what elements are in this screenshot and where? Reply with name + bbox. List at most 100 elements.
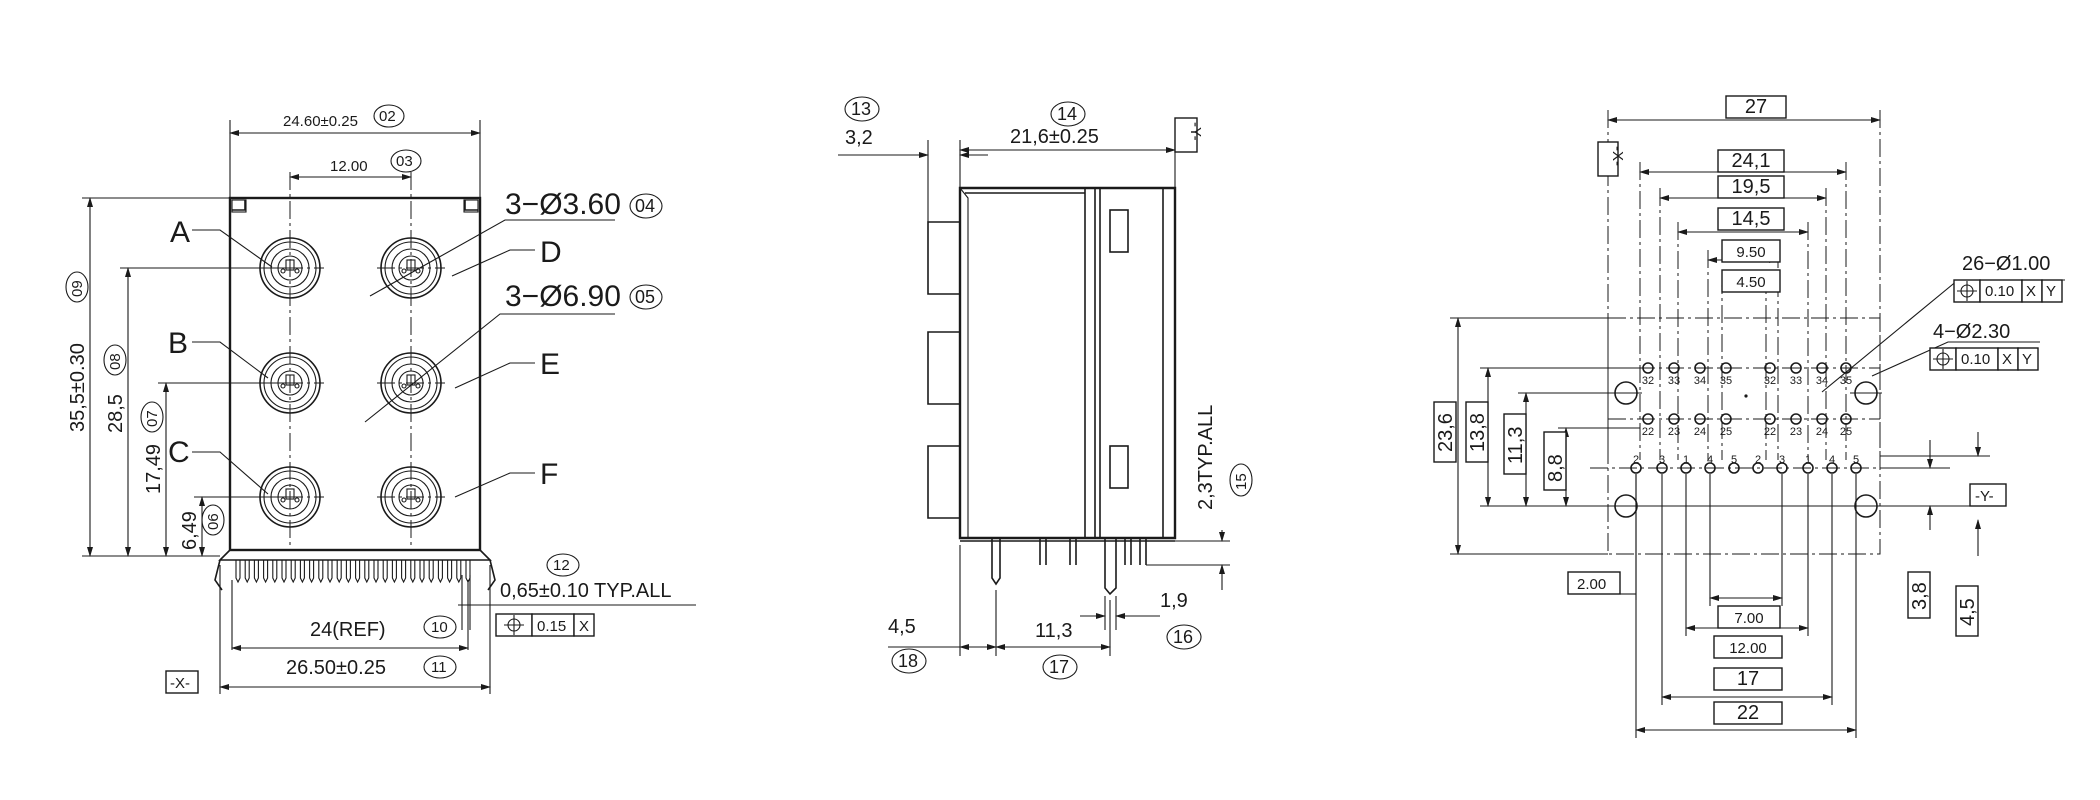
pad-number: 3 <box>1779 454 1785 466</box>
footprint-dim-1200: 12.00 <box>1729 640 1767 657</box>
dim-h-236: 23,6 <box>1435 413 1457 452</box>
side-protrusion-3 <box>927 445 960 519</box>
footprint-dim-195: 19,5 <box>1732 176 1771 198</box>
port-label-d: D <box>540 236 562 269</box>
datum-ref-y-1: Y <box>2046 283 2056 300</box>
footprint-dim-box <box>1721 269 1781 293</box>
side-pin-2 <box>1104 538 1117 596</box>
port-pin <box>280 497 286 503</box>
footprint-dim-box <box>1713 701 1783 725</box>
pad-number: 25 <box>1720 426 1732 438</box>
pad-number: 5 <box>1731 454 1737 466</box>
callout-pin-width: 0,65±0.10 TYP.ALL <box>500 580 671 602</box>
front-pin <box>235 560 241 584</box>
front-pin <box>410 560 416 584</box>
footprint-dim-27: 27 <box>1745 96 1767 118</box>
ref-03: 03 <box>396 153 413 170</box>
dim-depth: 21,6±0.25 <box>1010 126 1099 148</box>
dim-offset: 3,2 <box>845 127 873 149</box>
callout-holes-small: 26−Ø1.00 <box>1962 253 2050 275</box>
front-pin <box>465 560 471 584</box>
pad-number: 22 <box>1642 426 1654 438</box>
front-pin <box>299 560 305 584</box>
port-pin <box>415 383 421 389</box>
dim-pin-dist: 11,3 <box>1035 620 1072 642</box>
ref-11: 11 <box>431 659 447 676</box>
front-clip-right <box>487 559 496 591</box>
tol-large: 0.10 <box>1961 351 1990 368</box>
ref-06: 06 <box>205 513 222 530</box>
pad-number: 22 <box>1764 426 1776 438</box>
dim-pin-length: 2,3TYP.ALL <box>1195 405 1217 510</box>
port-label-a: A <box>170 216 190 249</box>
front-pin <box>382 560 388 584</box>
front-pin <box>309 560 315 584</box>
callout-holes-large: 4−Ø2.30 <box>1933 321 2010 343</box>
callout-large-hole: 3−Ø6.90 <box>505 280 621 313</box>
footprint-dim-box <box>1721 239 1781 263</box>
pad-number: 35 <box>1720 375 1732 387</box>
front-pin <box>373 560 379 584</box>
pad-number: 32 <box>1764 375 1776 387</box>
port-key <box>285 488 295 500</box>
side-protrusion-2 <box>927 331 960 405</box>
dim-pitch: 12.00 <box>330 158 368 175</box>
ref-08: 08 <box>107 353 124 370</box>
front-pin <box>281 560 287 584</box>
ref-07: 07 <box>144 410 161 427</box>
datum-y-footprint: -Y- <box>1975 488 1994 505</box>
front-pin <box>327 560 333 584</box>
port-pin <box>294 268 300 274</box>
port-key <box>406 259 416 271</box>
port-label-c: C <box>168 436 190 469</box>
dim-h-138: 13,8 <box>1467 413 1489 452</box>
pad-number: 25 <box>1840 426 1852 438</box>
tol-small: 0.10 <box>1985 283 2014 300</box>
port-pin <box>401 383 407 389</box>
pad-number: 35 <box>1840 375 1852 387</box>
dim-pin-span: 24(REF) <box>310 619 386 641</box>
footprint-dim-17: 17 <box>1737 668 1759 690</box>
front-pin <box>345 560 351 584</box>
footprint-dim-450: 4.50 <box>1736 274 1765 291</box>
pad-number: 3 <box>1659 454 1665 466</box>
pin-datum: X <box>579 618 589 635</box>
port-e <box>377 352 445 414</box>
dim-v-45: 4,5 <box>1957 598 1979 626</box>
side-pin-1 <box>991 538 1001 586</box>
footprint-dim-box <box>1725 95 1787 119</box>
front-housing <box>228 196 482 552</box>
port-label-b: B <box>168 327 188 360</box>
front-pin <box>364 560 370 584</box>
callout-small-hole: 3−Ø3.60 <box>505 188 621 221</box>
pad-number: 33 <box>1668 375 1680 387</box>
pad-number: 23 <box>1790 426 1802 438</box>
side-protrusion-1 <box>927 221 960 295</box>
front-pin <box>456 560 462 584</box>
ref-14: 14 <box>1057 104 1077 124</box>
dim-front-dist: 4,5 <box>888 616 916 638</box>
datum-ref-y-2: Y <box>2022 351 2032 368</box>
ref-16: 16 <box>1173 627 1193 647</box>
front-pin <box>272 560 278 584</box>
pin-tolerance: 0.15 <box>537 618 566 635</box>
footprint-dim-box <box>1713 635 1783 659</box>
center-dot <box>1744 394 1748 398</box>
side-body <box>958 186 1177 540</box>
footprint-dim-22: 22 <box>1737 702 1759 724</box>
front-view: 24.60±0.25 02 12.00 03 35,5±0.30 09 28,5… <box>65 104 696 694</box>
dim-height-1: 6,49 <box>179 511 201 550</box>
front-pin <box>355 560 361 584</box>
footprint-dim-145: 14,5 <box>1732 208 1771 230</box>
port-pin <box>401 268 407 274</box>
footprint-dim-241: 24,1 <box>1732 150 1771 172</box>
dim-200: 2.00 <box>1577 576 1606 593</box>
dim-width-overall: 24.60±0.25 <box>283 113 358 130</box>
front-pin <box>318 560 324 584</box>
datum-ref-x-2: X <box>2002 351 2012 368</box>
port-key <box>406 488 416 500</box>
port-key <box>285 374 295 386</box>
